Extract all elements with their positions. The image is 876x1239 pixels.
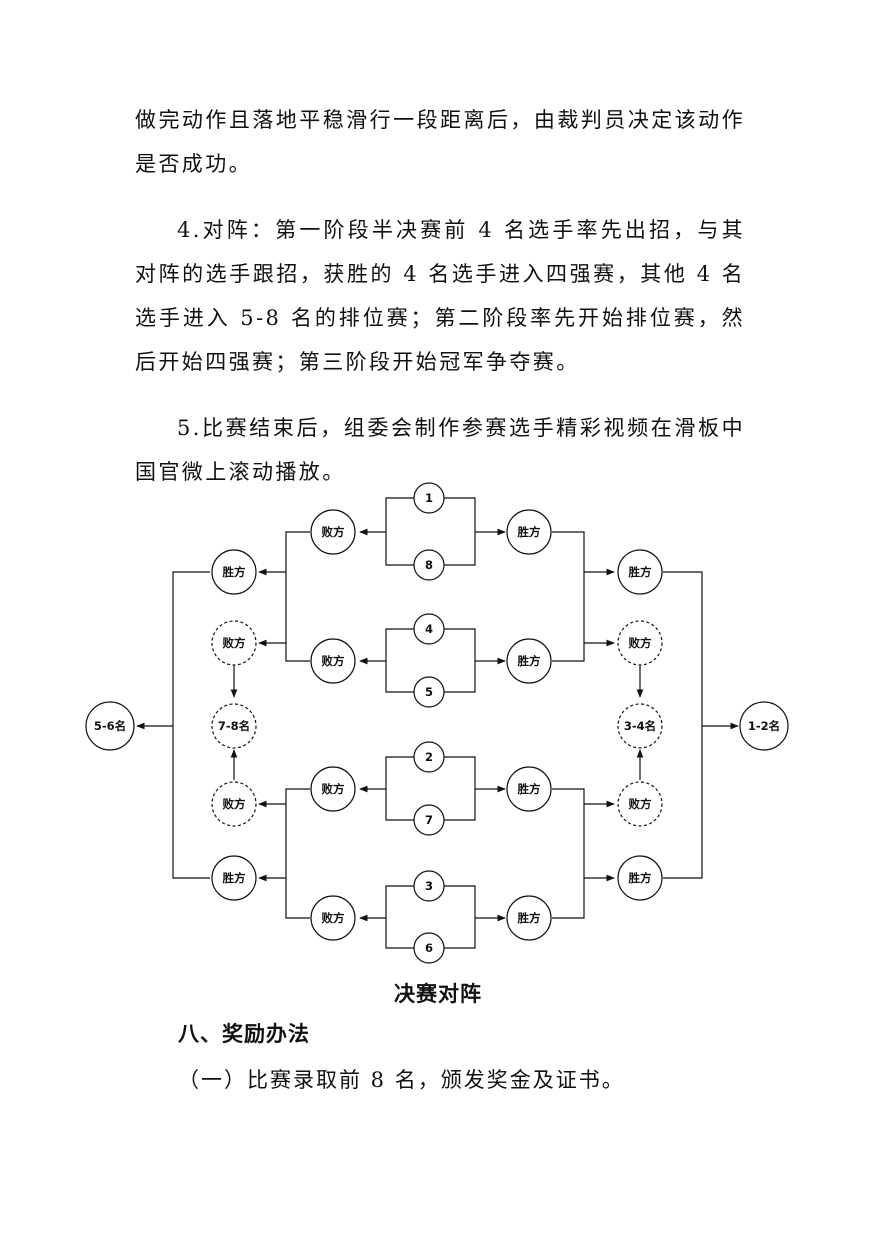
- svg-text:胜方: 胜方: [628, 871, 652, 885]
- svg-text:4: 4: [425, 622, 433, 636]
- svg-text:5-6名: 5-6名: [94, 719, 126, 733]
- loser-node-g2: 败方: [310, 638, 356, 684]
- placement-winner-top: 胜方: [211, 549, 257, 595]
- svg-text:3: 3: [425, 879, 433, 893]
- svg-text:6: 6: [425, 941, 433, 955]
- svg-text:胜方: 胜方: [517, 525, 541, 539]
- loser-node-g1: 败方: [310, 509, 356, 555]
- loser-node-g4: 败方: [310, 895, 356, 941]
- seed-node-6: 6: [413, 932, 445, 964]
- svg-text:胜方: 胜方: [517, 654, 541, 668]
- winner-node-g3: 胜方: [506, 766, 552, 812]
- seed-node-4: 4: [413, 613, 445, 645]
- svg-text:败方: 败方: [322, 782, 345, 796]
- placement-loser-top: 败方: [211, 620, 257, 666]
- placement-loser-bottom: 败方: [211, 781, 257, 827]
- place-5-6-node: 5-6名: [85, 701, 135, 751]
- svg-text:败方: 败方: [629, 636, 652, 650]
- section-heading: 八、奖励办法: [178, 1022, 310, 1046]
- bracket-diagram: 1 8 4 5 2 7 3 6 败方 败方 败方 败方 胜方 胜方 胜方 胜方 …: [85, 482, 789, 964]
- svg-text:8: 8: [425, 558, 433, 572]
- diagram-caption: 决赛对阵: [394, 981, 482, 1006]
- final-loser-bottom: 败方: [617, 781, 663, 827]
- svg-text:2: 2: [425, 750, 433, 764]
- svg-text:胜方: 胜方: [222, 871, 246, 885]
- placement-winner-bottom: 胜方: [211, 855, 257, 901]
- loser-node-g3: 败方: [310, 766, 356, 812]
- seed-node-2: 2: [413, 741, 445, 773]
- svg-text:胜方: 胜方: [517, 911, 541, 925]
- seed-node-5: 5: [413, 676, 445, 708]
- svg-text:1-2名: 1-2名: [748, 719, 780, 733]
- place-1-2-node: 1-2名: [739, 701, 789, 751]
- seed-node-1: 1: [413, 482, 445, 514]
- svg-text:3-4名: 3-4名: [624, 719, 656, 733]
- svg-text:胜方: 胜方: [628, 565, 652, 579]
- seed-node-8: 8: [413, 549, 445, 581]
- svg-text:败方: 败方: [629, 797, 652, 811]
- final-winner-top: 胜方: [617, 549, 663, 595]
- svg-text:败方: 败方: [322, 911, 345, 925]
- paragraph-matchup: 4.对阵：第一阶段半决赛前 4 名选手率先出招，与其对阵的选手跟招，获胜的 4 …: [135, 218, 745, 374]
- place-7-8-node: 7-8名: [211, 703, 257, 749]
- svg-text:1: 1: [425, 491, 433, 505]
- paragraph-video: 5.比赛结束后，组委会制作参赛选手精彩视频在滑板中国官微上滚动播放。: [135, 416, 745, 484]
- svg-text:败方: 败方: [322, 654, 345, 668]
- svg-text:败方: 败方: [223, 797, 246, 811]
- final-winner-bottom: 胜方: [617, 855, 663, 901]
- winner-node-g2: 胜方: [506, 638, 552, 684]
- place-3-4-node: 3-4名: [617, 703, 663, 749]
- final-loser-top: 败方: [617, 620, 663, 666]
- svg-text:败方: 败方: [322, 525, 345, 539]
- svg-text:胜方: 胜方: [517, 782, 541, 796]
- svg-text:7: 7: [425, 813, 433, 827]
- svg-text:5: 5: [425, 685, 433, 699]
- svg-text:败方: 败方: [223, 636, 246, 650]
- svg-text:7-8名: 7-8名: [218, 719, 250, 733]
- winner-node-g1: 胜方: [506, 509, 552, 555]
- svg-text:胜方: 胜方: [222, 565, 246, 579]
- seed-node-7: 7: [413, 804, 445, 836]
- seed-node-3: 3: [413, 870, 445, 902]
- award-item: （一）比赛录取前 8 名，颁发奖金及证书。: [178, 1068, 625, 1092]
- paragraph-continued: 做完动作且落地平稳滑行一段距离后，由裁判员决定该动作是否成功。: [135, 108, 745, 176]
- winner-node-g4: 胜方: [506, 895, 552, 941]
